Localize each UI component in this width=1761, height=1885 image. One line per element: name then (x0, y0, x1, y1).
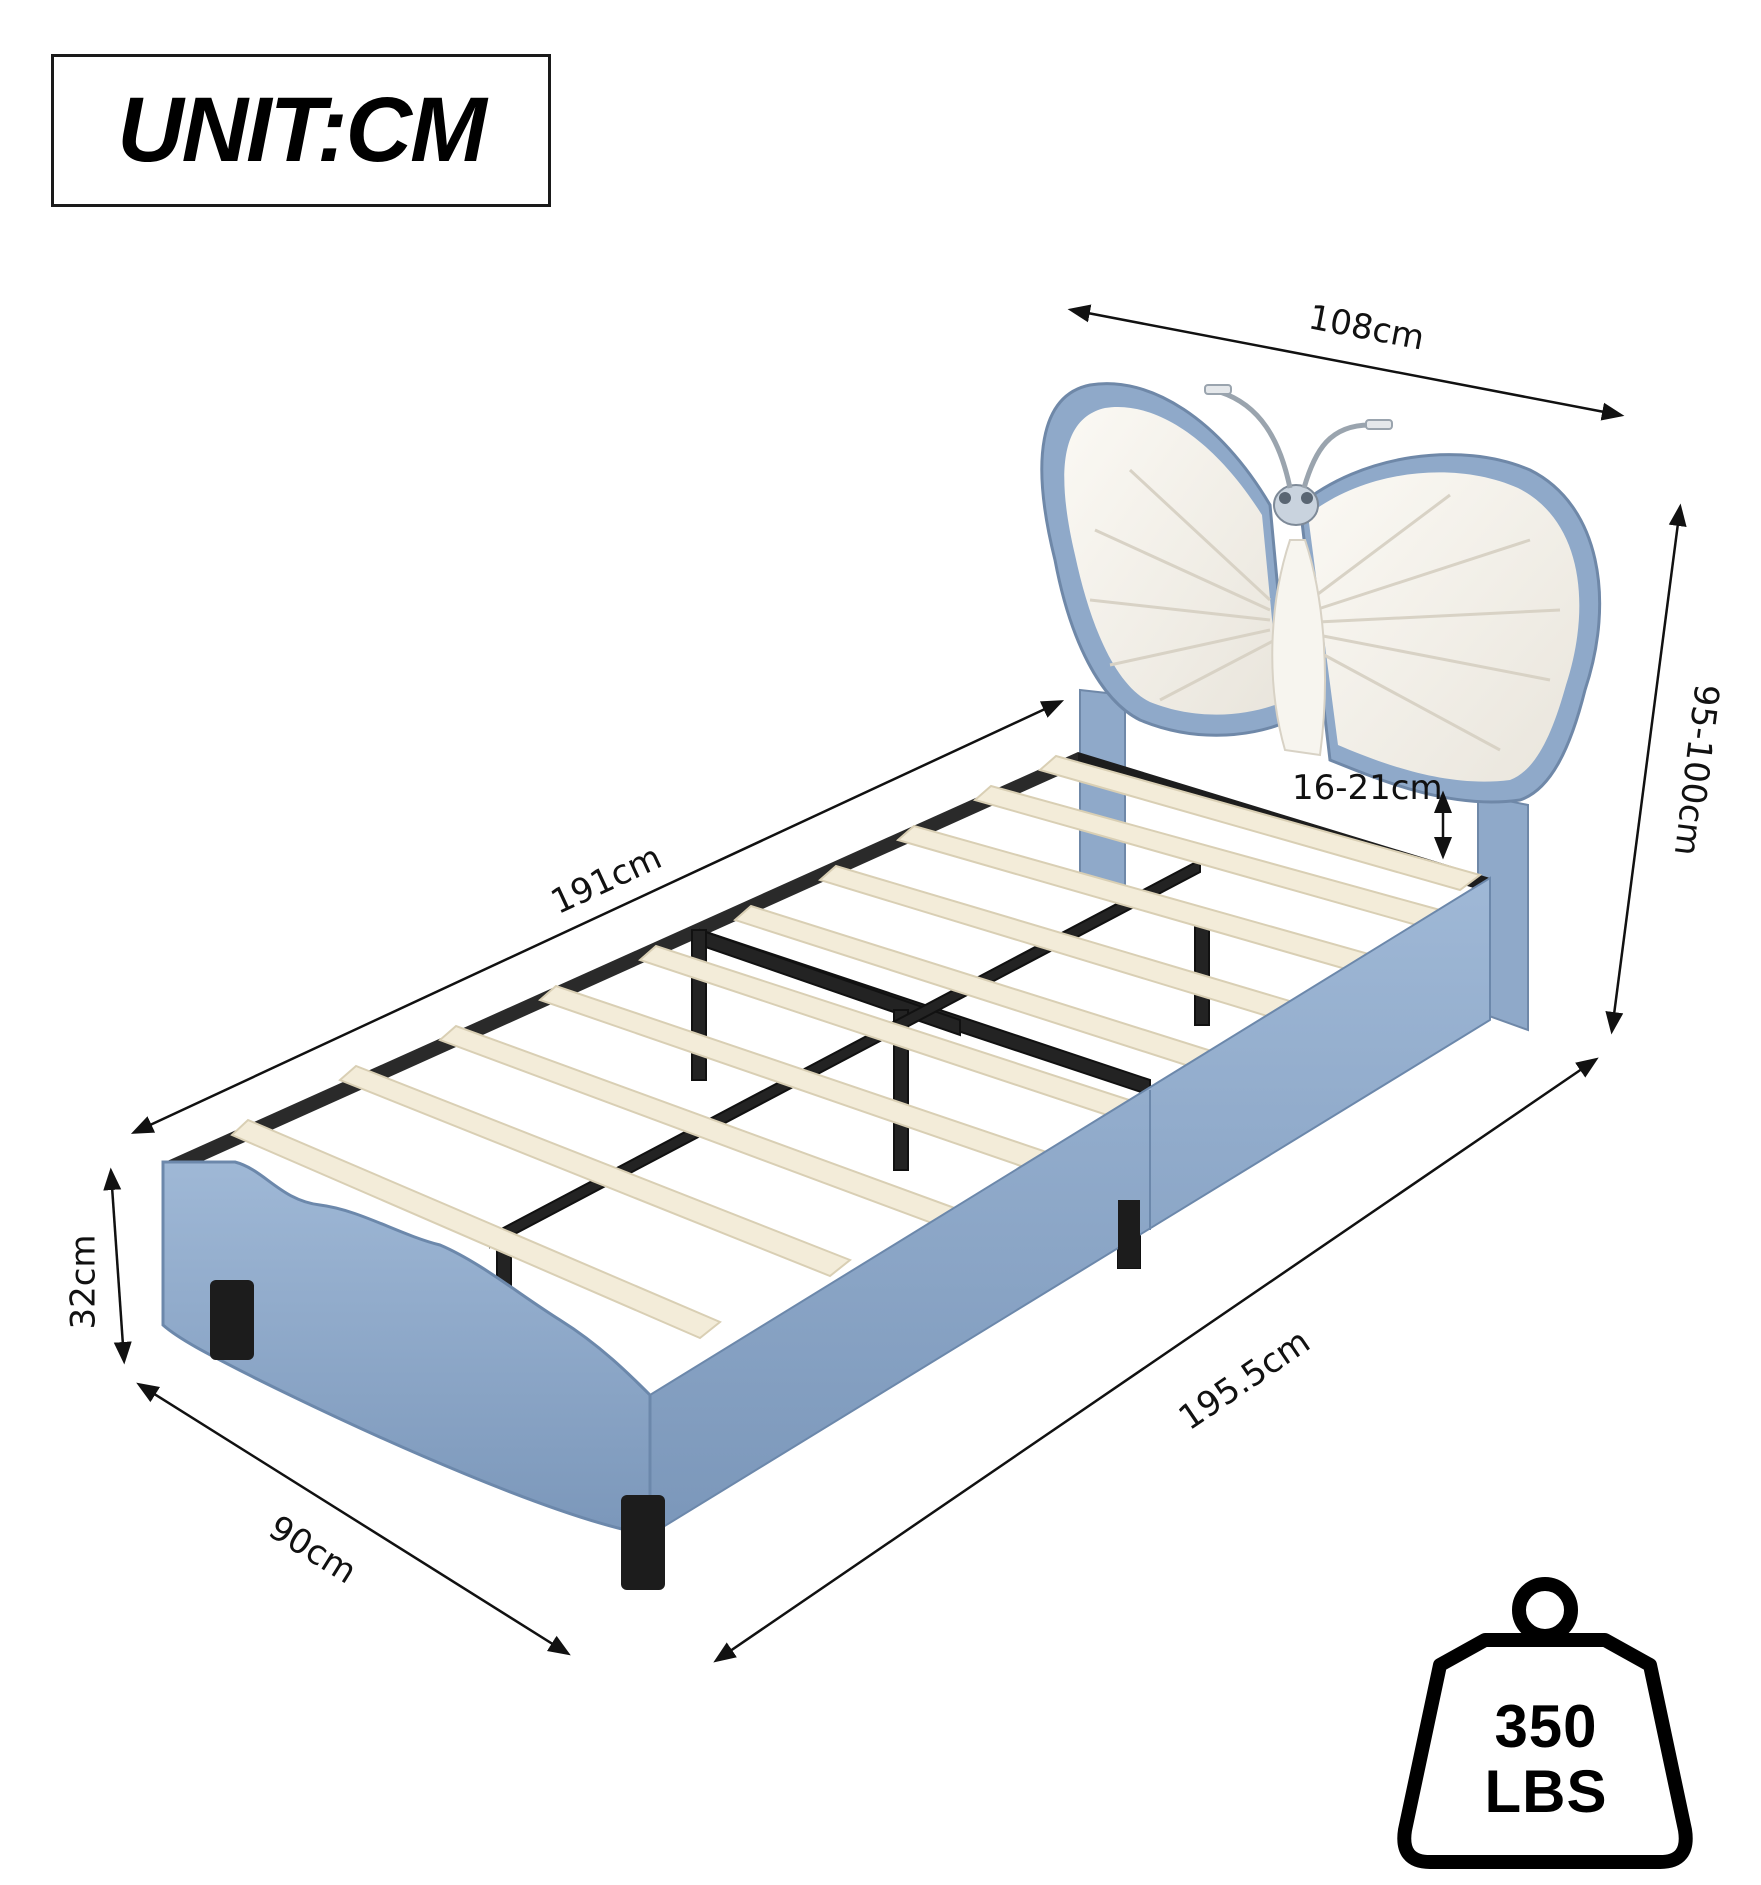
dim-line-frame-width (136, 1382, 571, 1656)
label-slat-clearance: 16-21cm (1292, 768, 1443, 808)
dim-line-headboard-width (1067, 304, 1625, 421)
dim-line-side-length (713, 1057, 1599, 1663)
label-frame-height: 32cm (63, 1234, 104, 1330)
dimension-lines (103, 304, 1687, 1663)
dim-line-headboard-height (1605, 503, 1687, 1035)
weight-icon (1397, 1577, 1693, 1869)
near-side-rail (649, 876, 1491, 1537)
dim-line-frame-height (103, 1167, 132, 1365)
unit-label: UNIT:CM (117, 79, 487, 181)
unit-label-box: UNIT:CM (51, 54, 551, 207)
dim-line-total-length (130, 700, 1065, 1134)
butterfly-headboard (1040, 382, 1602, 804)
weight-unit: LBS (1484, 1758, 1608, 1825)
weight-value: 350 (1494, 1693, 1598, 1760)
